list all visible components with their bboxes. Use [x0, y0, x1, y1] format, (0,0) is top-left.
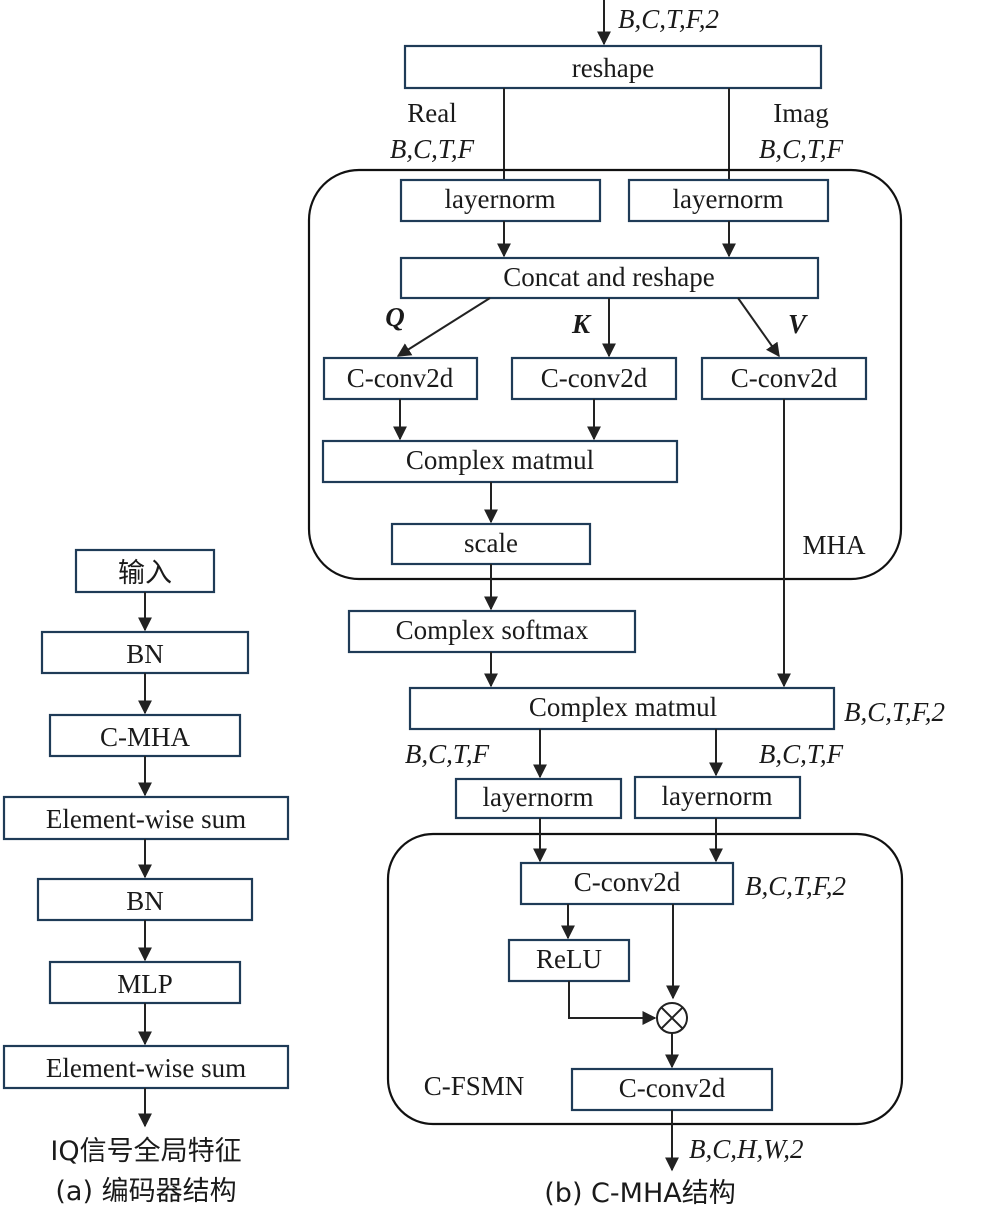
layernorm-imag-label: layernorm — [673, 184, 784, 214]
mha-group — [307, 168, 903, 581]
fsmn-cconv-out-label: C-conv2d — [619, 1073, 726, 1103]
encoder-bn1-label: BN — [126, 639, 164, 669]
encoder-bn1-box — [40, 630, 250, 675]
arrow — [568, 981, 657, 1025]
reshape-label: reshape — [572, 53, 654, 83]
arrow — [737, 297, 780, 358]
layernorm-real-label: layernorm — [445, 184, 556, 214]
fsmn-cconv-dims-label: B,C,T,F,2 — [745, 871, 846, 901]
cmha-caption: (b) C-MHA结构 — [544, 1178, 735, 1209]
encoder-caption: (a) 编码器结构 — [55, 1176, 236, 1207]
cconv-v-box — [700, 356, 868, 401]
imag-dims-label: B,C,T,F — [759, 134, 844, 164]
real-dims-label: B,C,T,F — [390, 134, 475, 164]
v-label: V — [788, 309, 808, 339]
fsmn-cconv-out-box — [570, 1067, 774, 1112]
encoder-sum2-label: Element-wise sum — [46, 1053, 246, 1083]
layernorm-left-label: layernorm — [483, 782, 594, 812]
encoder-cmha-label: C-MHA — [100, 722, 191, 752]
encoder-output-label: IQ信号全局特征 — [50, 1136, 241, 1167]
cconv-k-box — [510, 356, 678, 401]
cmha-diagram: B,C,T,F,2 reshape Real B,C,T,F Imag B,C,… — [307, 0, 945, 1209]
multiply-symbol — [656, 1002, 688, 1034]
split-right-dims-label: B,C,T,F — [759, 739, 844, 769]
cconv-q-box — [322, 356, 479, 401]
concat-label: Concat and reshape — [503, 262, 714, 292]
q-label: Q — [385, 302, 405, 332]
encoder-mlp-box — [48, 960, 242, 1005]
scale-box — [390, 522, 592, 566]
mha-group-label: MHA — [802, 530, 866, 560]
cconv-v-label: C-conv2d — [731, 363, 838, 393]
encoder-input-label: 输入 — [118, 558, 172, 589]
layernorm-left-box — [454, 777, 623, 820]
cfsmn-group-label: C-FSMN — [424, 1071, 525, 1101]
concat-box — [399, 256, 820, 300]
reshape-box — [403, 44, 823, 90]
complex-matmul-1-box — [321, 439, 679, 484]
fsmn-cconv-box — [519, 861, 735, 906]
encoder-bn2-box — [36, 877, 254, 922]
input-dims-label: B,C,T,F,2 — [618, 4, 719, 34]
arrow — [396, 297, 491, 357]
cfsmn-group — [386, 832, 904, 1126]
relu-label: ReLU — [536, 944, 602, 974]
complex-matmul-2-box — [408, 686, 836, 731]
cconv-q-label: C-conv2d — [347, 363, 454, 393]
complex-matmul-2-label: Complex matmul — [529, 692, 717, 722]
encoder-diagram: 输入 BN C-MHA Element-wise sum BN MLP Elem… — [2, 548, 290, 1207]
k-label: K — [571, 309, 592, 339]
output-dims-label: B,C,H,W,2 — [689, 1134, 804, 1164]
encoder-bn2-label: BN — [126, 886, 164, 916]
layernorm-imag-box — [627, 178, 830, 223]
layernorm-right-label: layernorm — [662, 781, 773, 811]
encoder-cmha-box — [48, 713, 242, 758]
scale-label: scale — [464, 528, 518, 558]
encoder-sum2-box — [2, 1044, 290, 1090]
real-label: Real — [407, 98, 456, 128]
relu-box — [507, 938, 631, 983]
imag-label: Imag — [773, 98, 828, 128]
encoder-mlp-label: MLP — [117, 969, 173, 999]
fsmn-cconv-label: C-conv2d — [574, 867, 681, 897]
cconv-k-label: C-conv2d — [541, 363, 648, 393]
complex-matmul-1-label: Complex matmul — [406, 445, 594, 475]
split-left-dims-label: B,C,T,F — [405, 739, 490, 769]
complex-softmax-label: Complex softmax — [396, 615, 589, 645]
encoder-input-box — [74, 548, 216, 594]
matmul-dims-label: B,C,T,F,2 — [844, 697, 945, 727]
encoder-sum1-label: Element-wise sum — [46, 804, 246, 834]
layernorm-right-box — [633, 775, 802, 820]
layernorm-real-box — [399, 178, 602, 223]
